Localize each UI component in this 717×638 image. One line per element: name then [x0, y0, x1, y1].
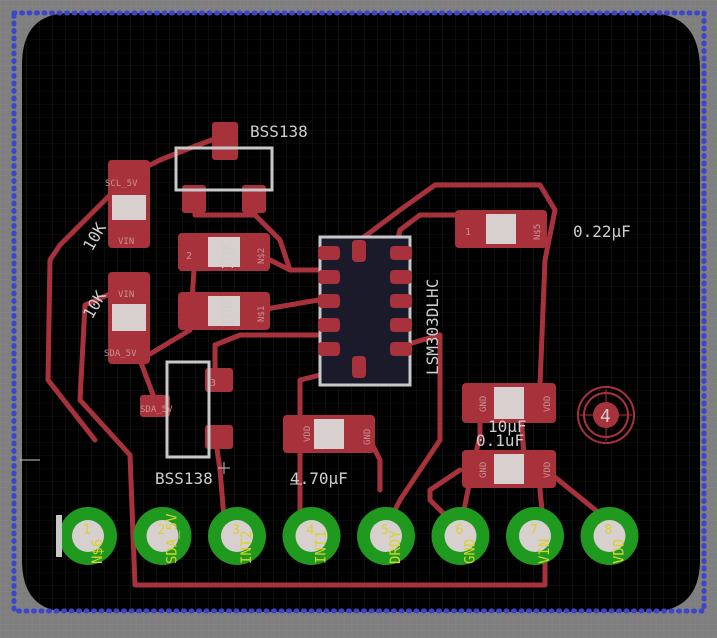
- pin-label: SDA_5V: [165, 513, 181, 564]
- pad-ns5: N$5: [533, 224, 543, 240]
- label-10k-d: 10K: [218, 299, 237, 328]
- pin-number: 4: [307, 523, 315, 538]
- pin-number: 6: [456, 523, 464, 538]
- components: [108, 122, 556, 488]
- pin-drill: [146, 520, 179, 552]
- label-ic: LSM303DLHC: [423, 279, 442, 375]
- pad-ns1: N$1: [257, 306, 267, 322]
- pin-drill: [593, 520, 626, 552]
- pin-label: VIN: [537, 539, 553, 564]
- pin-label: GND: [463, 539, 479, 564]
- pad-scl-5v: SCL_5V: [105, 179, 138, 189]
- pad-vin: VIN: [118, 237, 134, 247]
- pad-sda-5v: SDA_5V: [104, 349, 137, 359]
- pad-gnd-2: GND: [479, 396, 489, 412]
- pin-drill: [295, 520, 328, 552]
- pin-number: 8: [605, 523, 613, 538]
- label-cap-022: 0.22μF: [573, 222, 631, 241]
- board-dimension-outline: [11, 10, 707, 614]
- pin-number: 3: [232, 523, 240, 538]
- pin-number: 5: [381, 523, 389, 538]
- label-bss138-bottom: BSS138: [155, 469, 213, 488]
- pad-sda-5v-2: SDA_5V: [140, 405, 173, 415]
- pin-label: INT1: [314, 530, 330, 564]
- pad-1: 1: [465, 227, 471, 238]
- pin-number: 2: [158, 523, 166, 538]
- pin-label: N$6: [90, 539, 106, 564]
- pad-gnd: GND: [363, 429, 373, 445]
- pad-vdd-3: VDD: [303, 426, 313, 442]
- pad-gnd-3: GND: [479, 462, 489, 478]
- header-pin1-marker: [56, 515, 62, 557]
- label-bss138-top: BSS138: [250, 122, 308, 141]
- pad-vdd: VDD: [543, 396, 553, 412]
- pad-vdd-2: VDD: [543, 462, 553, 478]
- mounting-hole: 4: [577, 386, 635, 444]
- pin-label: INT2: [239, 530, 255, 564]
- pad-vin-2: VIN: [118, 290, 134, 300]
- pin-number: 1: [83, 523, 91, 538]
- pad-ns2: N$2: [257, 248, 267, 264]
- label-10k-c: 10K: [218, 241, 237, 270]
- header-pin-1: 1N$6: [59, 507, 117, 565]
- pad-2: 2: [186, 251, 192, 262]
- pin-label: DRDY: [388, 530, 404, 564]
- mounting-hole-label: 4: [600, 406, 611, 427]
- pin-drill: [519, 520, 551, 552]
- pin-number: 7: [530, 523, 538, 538]
- pin-drill: [72, 520, 104, 552]
- pin-label: VDD: [612, 539, 628, 564]
- pin-drill: [444, 520, 477, 552]
- label-cap-10u: 10μF: [488, 417, 527, 436]
- pin-drill: [370, 520, 402, 552]
- pin-drill: [221, 520, 253, 552]
- pad-3: 3: [210, 378, 216, 389]
- origin-markers: [20, 459, 302, 485]
- label-cap-01u: 0.1uF: [476, 431, 524, 450]
- label-cap-470: 4.70μF: [290, 469, 348, 488]
